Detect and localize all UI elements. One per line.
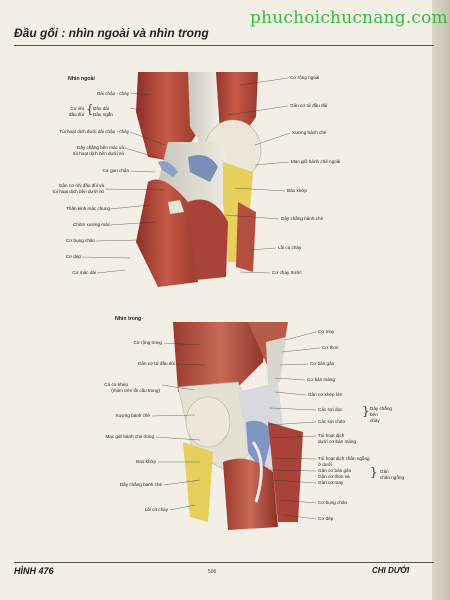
lower-label-sartorius-tendon: Gân cơ may xyxy=(318,480,344,485)
figure-number: HÌNH 476 xyxy=(14,566,54,576)
upper-label-gastrocnemius: Cơ bụng chân xyxy=(65,238,95,243)
upper-label-short-head: Đầu ngắn xyxy=(93,112,113,117)
lower-label-sartorius: Cơ may xyxy=(318,329,335,334)
upper-label-fibular-head: Chỏm xương mác xyxy=(73,222,110,227)
lower-label-tibial-collateral-3: chày xyxy=(370,418,380,423)
lower-label-pes-anserinus-2: chân ngỗng xyxy=(380,475,405,480)
lower-label-adductor-magnus-tendon: Gân cơ khép lớn xyxy=(308,392,343,397)
lower-label-tibial-tuberosity: Lồi củ chày xyxy=(144,507,168,512)
upper-label-plantaris: Cơ gan chân xyxy=(102,168,129,173)
lower-label-vastus-medialis: Cơ rộng trong xyxy=(133,340,162,345)
lower-label-longitudinal-fibers: Các sợi dọc xyxy=(318,407,343,412)
lower-label-soleus: Cơ dép xyxy=(318,516,334,521)
upper-brace: { xyxy=(86,102,94,116)
lower-label-semitendinosus-tendon: Gân cơ bán gân xyxy=(318,468,352,473)
upper-label-biceps-tendon-2: túi hoạt dịch bên dưới nó xyxy=(52,189,104,194)
upper-label-vastus-lateralis: Cơ rộng ngoài xyxy=(290,75,320,80)
upper-label-long-head: Đầu dài xyxy=(93,106,109,111)
lower-label-gastrocnemius: Cơ bụng chân xyxy=(318,500,348,505)
upper-label-lateral-retinaculum: Mạc giữ bánh chè ngoài xyxy=(291,159,341,164)
lower-label-anserine-bursa: Túi hoạt dịch chân ngỗng xyxy=(318,456,370,461)
lower-label-joint-capsule: Bao khớp xyxy=(136,459,156,464)
lower-label-oblique-fibers: Các sợi chéo xyxy=(318,419,346,424)
knee-medial-illustration xyxy=(173,322,303,530)
lower-brace-pes-anserinus: } xyxy=(370,465,378,479)
upper-label-iliotibial-bursa: Túi hoạt dịch dưới dải chậu - chày xyxy=(59,129,129,134)
upper-label-fibular-collateral: Dây chằng bên mác và xyxy=(77,145,124,150)
knee-lateral-illustration xyxy=(136,72,262,287)
lower-label-adductor-tubercle-2: (mỏm trên lồi cầu trong) xyxy=(111,388,160,393)
page-number: 506 xyxy=(208,569,217,575)
upper-label-patellar-ligament: Dây chằng bánh chè xyxy=(281,216,324,221)
lower-label-anserine-bursa-2: ở dưới xyxy=(318,462,332,467)
upper-label-tibial-tuberosity: Lồi củ chày xyxy=(278,245,302,250)
upper-label-quadriceps-tendon: Gân cơ tứ đầu đùi xyxy=(290,103,328,108)
lower-label-patella: Xương bánh chè xyxy=(115,413,150,418)
lower-label-tibial-collateral: Dây chằng xyxy=(370,406,392,411)
upper-label-common-fibular-nerve: Thần kinh mác chung xyxy=(66,206,110,211)
lower-label-quadriceps-tendon: Gân cơ tứ đầu đùi xyxy=(137,361,175,366)
upper-label-patella: Xương bánh chè xyxy=(292,130,327,135)
upper-label-biceps-tendon: Gân cơ nhị đầu đùi và xyxy=(58,183,104,188)
lower-label-semimembranosus-bursa-2: dưới cơ bán màng xyxy=(318,439,356,444)
lower-label-patellar-ligament: Dây chằng bánh chè xyxy=(119,482,162,487)
lower-label-semimembranosus-bursa: Túi hoạt dịch xyxy=(318,433,345,438)
upper-label-tibialis-anterior: Cơ chày trước xyxy=(272,270,302,275)
top-rule xyxy=(14,45,434,46)
upper-label-fibularis-longus: Cơ mác dài xyxy=(72,270,96,275)
upper-label-biceps-femoris-2: đầu đùi xyxy=(68,112,84,117)
upper-label-biceps-femoris: Cơ nhị xyxy=(70,106,84,111)
lower-brace-collateral: } xyxy=(362,404,370,418)
upper-label-iliotibial-tract: Dải chậu - chày xyxy=(97,91,129,96)
lower-label-gracilis: Cơ thon xyxy=(322,345,339,350)
upper-label-soleus: Cơ dép xyxy=(65,254,81,259)
book-spine xyxy=(432,0,450,600)
section-name: CHI DƯỚI xyxy=(372,566,410,575)
lower-label-pes-anserinus: Gân xyxy=(380,469,389,474)
watermark: phuchoichucnang.com xyxy=(250,8,448,28)
lower-label-semimembranosus: Cơ bán màng xyxy=(307,377,336,382)
bottom-rule xyxy=(14,562,434,563)
lower-label-adductor-tubercle: Củ cơ khép xyxy=(104,382,128,387)
page-title: Đầu gối : nhìn ngoài và nhìn trong xyxy=(14,26,209,40)
lower-view-heading: Nhìn trong xyxy=(115,316,142,322)
upper-view-heading: Nhìn ngoài xyxy=(68,76,95,82)
lower-label-gracilis-tendon: Gân cơ thon và xyxy=(318,474,350,479)
upper-label-fibular-collateral-2: túi hoạt dịch bên dưới nó xyxy=(72,151,124,156)
lower-label-semitendinosus: Cơ bán gân xyxy=(310,361,335,366)
lower-label-tibial-collateral-2: bên xyxy=(370,412,378,417)
lower-label-medial-retinaculum: Mạc giữ bánh chè trong xyxy=(105,434,154,439)
upper-label-joint-capsule: Bao khớp xyxy=(287,188,307,193)
